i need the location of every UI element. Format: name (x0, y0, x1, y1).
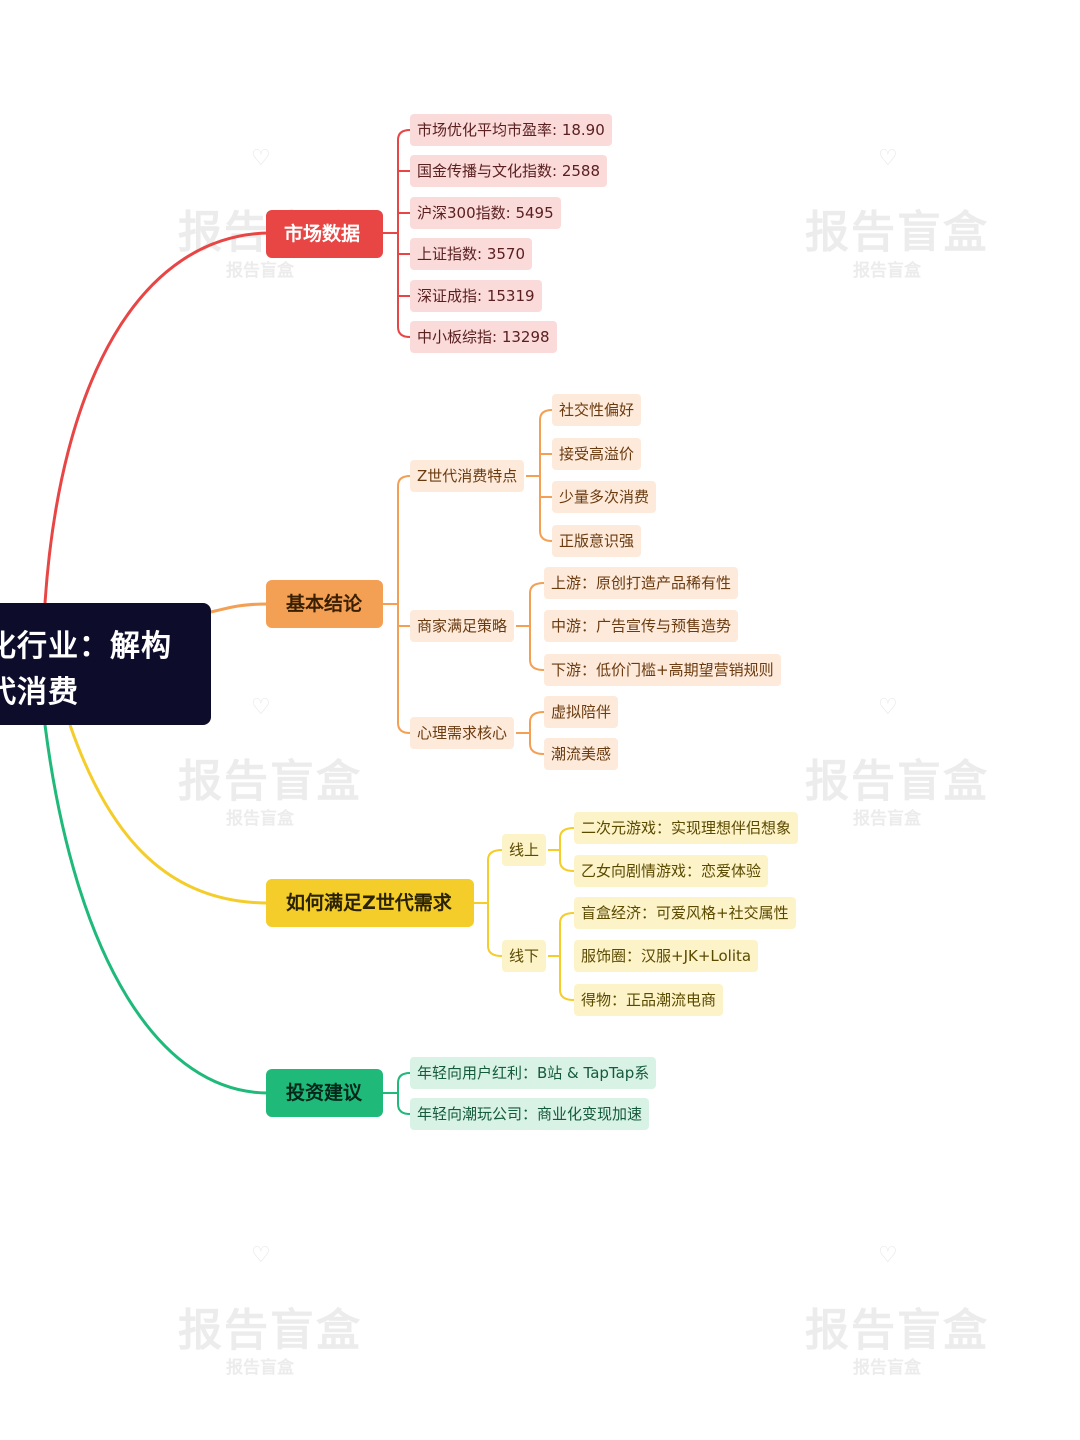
conclusion-item[interactable]: 少量多次消费 (552, 481, 657, 513)
market-item[interactable]: 沪深300指数: 5495 (410, 197, 561, 229)
connector-market (43, 231, 269, 604)
root-title-line2: 代消费 (0, 675, 79, 710)
conclusion-item[interactable]: 接受高溢价 (552, 438, 642, 470)
conclusion-item[interactable]: 正版意识强 (552, 525, 642, 557)
market-item[interactable]: 市场优化平均市盈率: 18.90 (410, 114, 612, 146)
heart-icon: ♡ (251, 146, 271, 171)
conclusion-item[interactable]: 上游：原创打造产品稀有性 (544, 567, 739, 599)
conclusion-group-merchant[interactable]: 商家满足策略 (410, 610, 515, 642)
conclusion-group-zgen[interactable]: Z世代消费特点 (410, 460, 525, 492)
conclusion-branch-lines (383, 409, 553, 755)
connector-invest (43, 724, 269, 1095)
conclusion-item[interactable]: 潮流美感 (544, 738, 619, 770)
demand-item[interactable]: 盲盒经济：可爱风格+社交属性 (574, 897, 796, 929)
market-item[interactable]: 国金传播与文化指数: 2588 (410, 155, 607, 187)
branch-meet-zgen-demand[interactable]: 如何满足Z世代需求 (266, 879, 474, 927)
branch-basic-conclusion[interactable]: 基本结论 (266, 580, 383, 628)
market-item[interactable]: 中小板综指: 13298 (410, 321, 557, 353)
branch-market-data[interactable]: 市场数据 (266, 210, 383, 258)
conclusion-item[interactable]: 虚拟陪伴 (544, 696, 619, 728)
conclusion-item[interactable]: 社交性偏好 (552, 394, 642, 426)
invest-item[interactable]: 年轻向潮玩公司：商业化变现加速 (410, 1098, 650, 1130)
conclusion-group-psych[interactable]: 心理需求核心 (410, 717, 515, 749)
root-title-line1: 化行业：解构 (0, 629, 172, 664)
demand-item[interactable]: 服饰圈：汉服+JK+Lolita (574, 940, 759, 972)
conclusion-item[interactable]: 中游：广告宣传与预售造势 (544, 610, 739, 642)
invest-branch-lines (383, 1072, 411, 1115)
demand-branch-lines (474, 827, 575, 1001)
connector-conclusion (210, 602, 269, 614)
demand-group-offline[interactable]: 线下 (502, 940, 547, 972)
branch-investment-advice[interactable]: 投资建议 (266, 1069, 383, 1117)
conclusion-item[interactable]: 下游：低价门槛+高期望营销规则 (544, 654, 781, 686)
invest-item[interactable]: 年轻向用户红利：B站 & TapTap系 (410, 1057, 657, 1089)
heart-icon: ♡ (878, 146, 898, 171)
heart-icon: ♡ (251, 1243, 271, 1268)
heart-icon: ♡ (878, 1243, 898, 1268)
demand-item[interactable]: 得物：正品潮流电商 (574, 984, 724, 1016)
connector-demand (68, 724, 269, 905)
root-topic[interactable]: 化行业：解构 代消费 (0, 603, 211, 725)
heart-icon: ♡ (878, 695, 898, 720)
market-item[interactable]: 深证成指: 15319 (410, 280, 542, 312)
demand-item[interactable]: 乙女向剧情游戏：恋爱体验 (574, 855, 769, 887)
heart-icon: ♡ (251, 695, 271, 720)
market-item[interactable]: 上证指数: 3570 (410, 238, 532, 270)
demand-group-online[interactable]: 线上 (502, 834, 547, 866)
demand-item[interactable]: 二次元游戏：实现理想伴侣想象 (574, 812, 799, 844)
market-branch-lines (383, 129, 411, 338)
